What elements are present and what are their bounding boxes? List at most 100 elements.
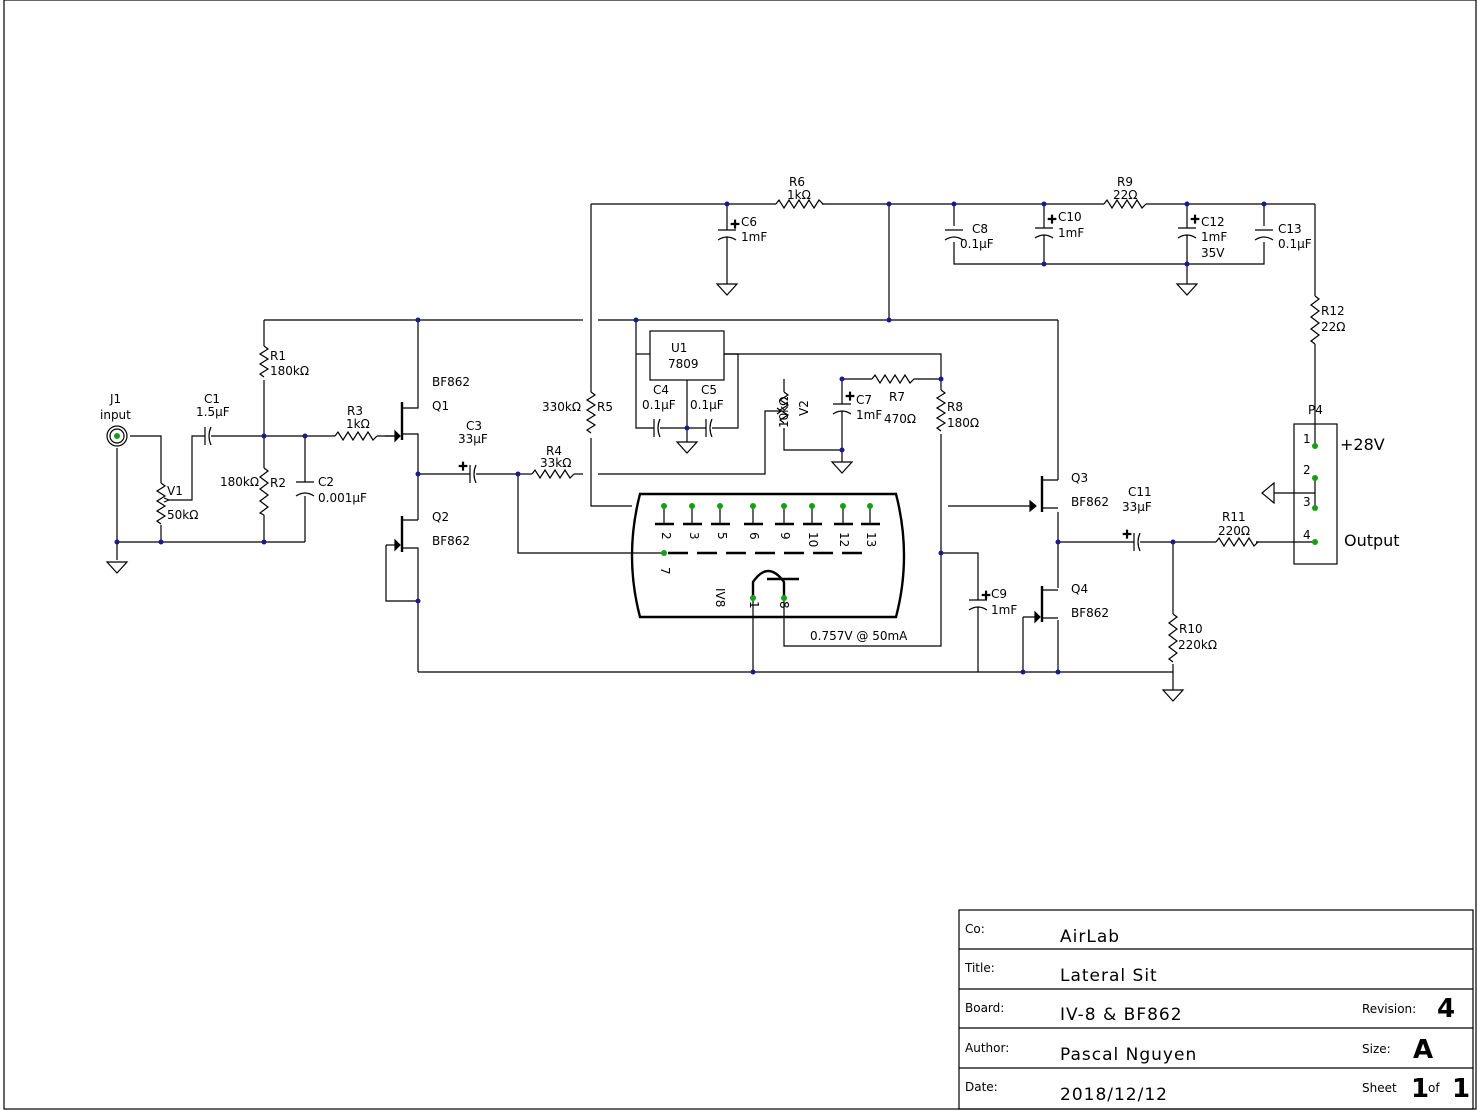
r3-value: 1kΩ [346, 417, 370, 431]
tube-segments [663, 506, 871, 524]
c7-ref: C7 [856, 393, 872, 407]
board-value: IV-8 & BF862 [1060, 1005, 1183, 1025]
c6-ref: C6 [741, 215, 757, 229]
r6-ref: R6 [789, 175, 805, 189]
tube-pin-13: 13 [864, 532, 878, 547]
c6-capacitor [717, 222, 737, 246]
q4-ref: Q4 [1071, 582, 1088, 596]
r7-value: 470Ω [884, 412, 916, 426]
tube-pin-1: 1 [747, 601, 761, 609]
r3-resistor [334, 430, 378, 442]
c9-value: 1mF [991, 603, 1017, 617]
iv8-tube: 2 3 5 6 9 10 12 13 7 1 8 IV8 0.757V @ 50… [630, 492, 908, 643]
c1-ref: C1 [204, 392, 220, 406]
v1-value: 50kΩ [167, 508, 198, 522]
r4-resistor [531, 468, 575, 480]
c11-value: 33µF [1122, 500, 1152, 514]
u1-value: 7809 [668, 357, 699, 371]
r9-ref: R9 [1117, 175, 1133, 189]
r12-resistor [1310, 295, 1320, 345]
tube-pin-9: 9 [778, 532, 792, 540]
q1-jfet [385, 402, 419, 443]
svg-text:+: + [730, 217, 740, 231]
c10-ref: C10 [1058, 210, 1082, 224]
sheet-total: 1 [1452, 1074, 1470, 1104]
svg-text:+: + [1047, 212, 1057, 226]
resistors [155, 198, 1320, 663]
output-label: Output [1344, 531, 1400, 550]
r8-resistor [935, 389, 947, 432]
c13-value: 0.1µF [1278, 237, 1312, 251]
r11-resistor [1215, 536, 1260, 548]
title-value: Lateral Sit [1060, 966, 1158, 986]
p4-pin-4: 4 [1303, 528, 1311, 542]
author-value: Pascal Nguyen [1060, 1045, 1197, 1065]
c4-capacitor [653, 418, 669, 438]
c12-ref: C12 [1201, 215, 1225, 229]
u1-regulator: U1 7809 [649, 330, 725, 381]
v1-potentiometer [155, 482, 167, 525]
r2-resistor [258, 467, 269, 516]
c9-ref: C9 [991, 587, 1007, 601]
p4-pin-1: 1 [1303, 432, 1311, 446]
tube-pin-8: 8 [777, 601, 791, 609]
c8-capacitor [944, 229, 964, 241]
tube-pin-dots [661, 503, 873, 601]
date-value: 2018/12/12 [1060, 1085, 1168, 1105]
revision-label: Revision: [1362, 1002, 1416, 1016]
c7-capacitor [832, 398, 852, 416]
c10-value: 1mF [1058, 226, 1084, 240]
v2-value: 10kΩ [777, 397, 791, 428]
q1-ref: Q1 [432, 399, 449, 413]
r11-value: 220Ω [1218, 524, 1250, 538]
c5-value: 0.1µF [690, 398, 724, 412]
size-value: A [1413, 1035, 1433, 1065]
p4-pin-2: 2 [1303, 463, 1311, 477]
tube-pin-10: 10 [806, 532, 820, 547]
q3-jfet [1029, 476, 1058, 513]
c1-value: 1.5µF [196, 405, 230, 419]
c8-ref: C8 [972, 222, 988, 236]
tube-pin-7: 7 [658, 567, 672, 575]
junction-dots [114, 201, 1267, 675]
c13-capacitor [1254, 229, 1274, 241]
supply-label: +28V [1340, 435, 1385, 454]
tube-pin-5: 5 [715, 532, 729, 540]
sheet-of: of [1428, 1081, 1440, 1095]
v2-ref: V2 [797, 400, 811, 416]
c6-value: 1mF [741, 230, 767, 244]
tube-pin-3: 3 [687, 532, 701, 540]
r4-value: 33kΩ [540, 456, 571, 470]
ground-symbols [105, 283, 1199, 702]
ground-icon [1161, 689, 1185, 702]
c5-ref: C5 [701, 383, 717, 397]
r6-resistor [775, 198, 825, 210]
p4-ref: P4 [1308, 403, 1323, 417]
c12-capacitor [1177, 222, 1197, 242]
svg-text:+: + [1122, 527, 1132, 541]
sheet-label: Sheet [1362, 1081, 1397, 1095]
c3-ref: C3 [466, 419, 482, 433]
c4-ref: C4 [653, 383, 669, 397]
tube-ref: IV8 [713, 588, 727, 607]
r9-value: 22Ω [1113, 188, 1137, 202]
title-label: Title: [964, 961, 995, 975]
svg-text:+: + [458, 459, 468, 473]
c12-value: 1mF [1201, 230, 1227, 244]
r1-resistor [258, 345, 270, 378]
r9-resistor [1103, 198, 1147, 210]
p4-pin-3: 3 [1303, 495, 1311, 509]
q3-value: BF862 [1071, 495, 1109, 509]
p4-connector: 1 2 3 4 P4 +28V Output [1261, 403, 1400, 565]
c13-ref: C13 [1278, 222, 1302, 236]
ground-icon [715, 283, 739, 296]
r1-ref: R1 [270, 349, 286, 363]
company-label: Co: [965, 922, 985, 936]
c11-ref: C11 [1128, 485, 1152, 499]
q3-ref: Q3 [1071, 471, 1088, 485]
capacitors: + + + + + + + [204, 211, 1274, 614]
r5-ref: R5 [597, 400, 613, 414]
c2-capacitor [295, 481, 315, 497]
r5-resistor [585, 391, 597, 434]
title-block: Co: AirLab Title: Lateral Sit Board: IV-… [958, 909, 1474, 1110]
